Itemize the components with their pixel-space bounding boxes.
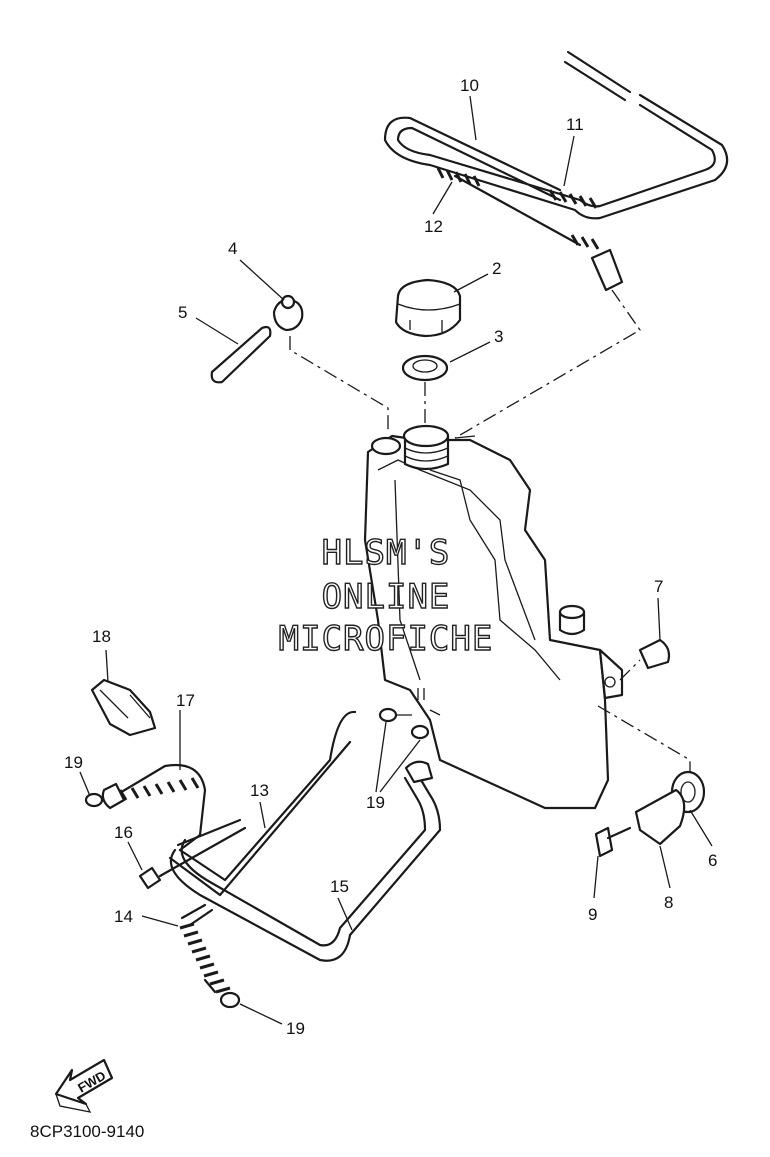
callout-12: 12 (424, 217, 443, 236)
hose-fitting (272, 294, 389, 432)
hose-bracket-18 (90, 678, 157, 737)
callout-4: 4 (228, 239, 237, 258)
reservoir-cap (394, 278, 462, 338)
callout-8: 8 (664, 893, 673, 912)
callout-14: 14 (114, 907, 133, 926)
watermark: HLSM'S ONLINE MICROFICHE (278, 532, 494, 659)
breather-hose-assembly (383, 50, 729, 439)
callout-9: 9 (588, 905, 597, 924)
hose-15 (169, 760, 442, 962)
callout-7: 7 (654, 577, 663, 596)
cap-gasket (401, 354, 449, 430)
overflow-hose-short (210, 325, 272, 384)
callout-13: 13 (250, 781, 269, 800)
leader-lines (79, 95, 713, 1025)
hose-14 (179, 903, 231, 994)
bolt-9 (594, 826, 632, 858)
clamp-8 (634, 788, 686, 846)
fwd-arrow-icon: FWD (54, 1058, 114, 1113)
coolant-reservoir-tank (363, 424, 624, 810)
callout-6: 6 (708, 851, 717, 870)
callout-19-mid: 19 (366, 793, 385, 812)
watermark-line-1: HLSM'S (322, 533, 451, 573)
hose-17 (101, 763, 207, 852)
callout-17: 17 (176, 691, 195, 710)
callout-19-bottom: 19 (286, 1019, 305, 1038)
callout-19-left: 19 (64, 753, 83, 772)
watermark-line-3: MICROFICHE (279, 619, 494, 659)
hose-13 (168, 710, 357, 897)
grommet-7 (619, 638, 671, 681)
hose-clamps-19 (84, 707, 441, 1009)
tie-16 (138, 826, 247, 890)
callout-10: 10 (460, 76, 479, 95)
callout-3: 3 (494, 327, 503, 346)
callout-16: 16 (114, 823, 133, 842)
callout-5: 5 (178, 303, 187, 322)
diagram-code: 8CP3100-9140 (30, 1122, 145, 1141)
watermark-line-2: ONLINE (322, 577, 451, 617)
callout-numbers: 10 11 12 2 3 4 5 7 6 8 9 18 17 19 13 19 … (64, 76, 717, 1038)
callout-2: 2 (492, 259, 501, 278)
callout-18: 18 (92, 627, 111, 646)
callout-15: 15 (330, 877, 349, 896)
callout-11: 11 (566, 115, 584, 134)
